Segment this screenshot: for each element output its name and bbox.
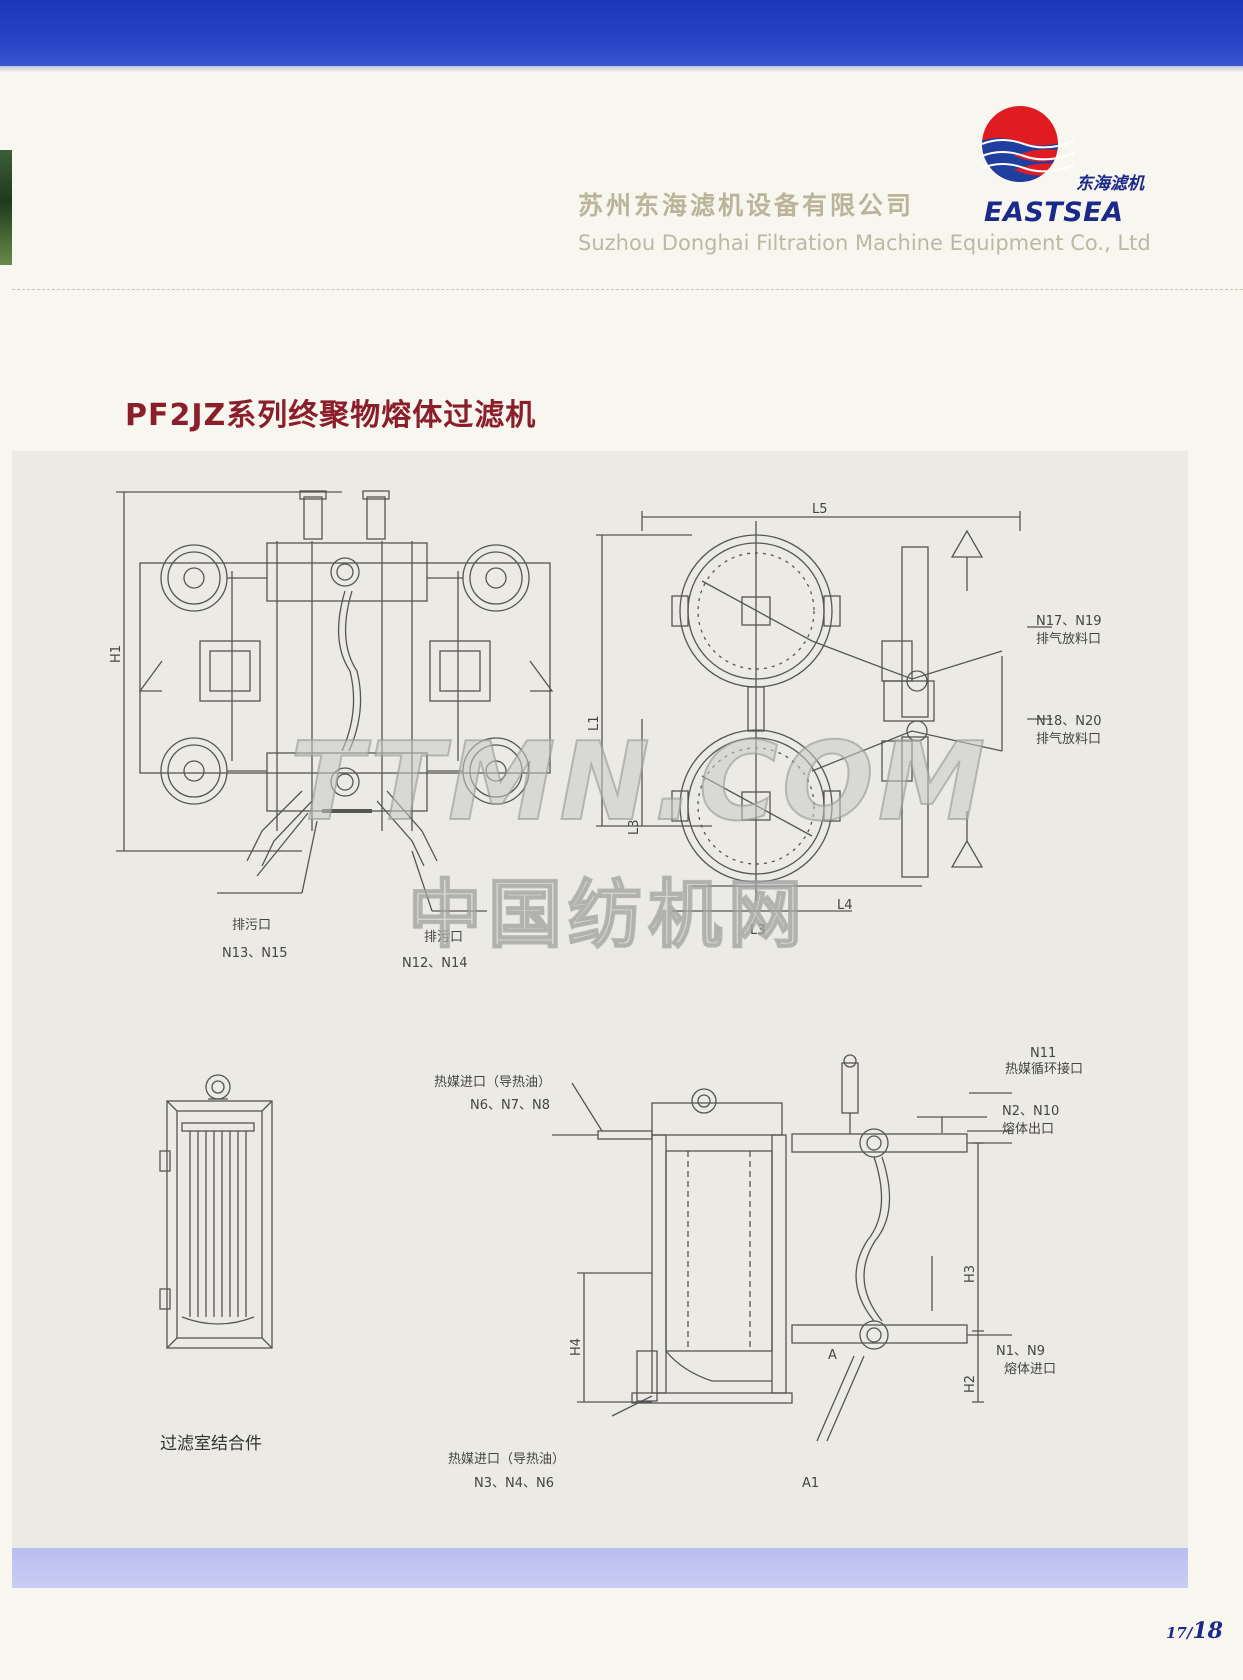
dim-l5-label: L5: [812, 502, 828, 517]
label-n11-desc: 热媒循环接口: [1005, 1061, 1083, 1077]
dim-h4-label: H4: [569, 1338, 584, 1356]
filter-chamber-drawing: [159, 1074, 273, 1349]
section-mark-a1: A1: [802, 1476, 819, 1491]
label-n18-desc: 排气放料口: [1036, 731, 1101, 747]
watermark-text-cn: 中国纺机网: [407, 871, 808, 959]
plan-view-drawing: [596, 511, 1052, 912]
page-number-separator: /: [1186, 1624, 1193, 1642]
dim-l1-label: L1: [587, 715, 602, 731]
label-drain-right: 排污口: [424, 930, 463, 945]
page-number-left: 17: [1166, 1624, 1187, 1642]
label-drain-left: 排污口: [232, 918, 271, 933]
left-edge-photo-strip: [0, 150, 12, 265]
bottom-color-band: [12, 1548, 1188, 1588]
page-number: 17/18: [1166, 1618, 1223, 1644]
label-n2-n10: N2、N10: [1002, 1104, 1059, 1119]
label-n17-n19: N17、N19: [1036, 614, 1102, 629]
label-n6-desc: 热媒进口（导热油）: [434, 1075, 551, 1090]
filter-chamber-caption: 过滤室结合件: [160, 1434, 262, 1454]
logo-text-en: EASTSEA: [984, 197, 1124, 228]
dim-l4-label: L4: [837, 898, 853, 913]
page-title: PF2JZ系列终聚物熔体过滤机: [125, 398, 537, 433]
header-divider: [12, 289, 1243, 290]
top-band-shadow: [0, 66, 1243, 72]
label-n2-desc: 熔体出口: [1002, 1122, 1054, 1137]
technical-drawing: H1 排污口 N13、N15 排污口 N12、N14 L5 L1 L3 L4 L…: [109, 490, 1102, 1491]
label-nozzle-n12-n14: N12、N14: [402, 956, 468, 971]
logo-text-cn: 东海滤机: [1076, 174, 1144, 194]
company-name-cn: 苏州东海滤机设备有限公司: [578, 191, 915, 220]
label-n17-desc: 排气放料口: [1036, 631, 1101, 647]
label-n6-n7-n8: N6、N7、N8: [470, 1098, 550, 1113]
eastsea-logo-icon: [981, 106, 1074, 182]
drawing-panel: [12, 451, 1188, 1558]
section-mark-a: A: [828, 1348, 837, 1363]
dim-l3-label: L3: [627, 819, 642, 835]
dim-h1-label: H1: [109, 645, 124, 663]
dim-l3-bottom-label: L3: [750, 923, 766, 938]
label-n3-desc: 热媒进口（导热油）: [448, 1452, 565, 1467]
dim-h2-label: H2: [963, 1375, 978, 1393]
label-nozzle-n13-n15: N13、N15: [222, 946, 288, 961]
label-n11: N11: [1030, 1046, 1056, 1061]
front-view-drawing: [116, 490, 554, 912]
page-number-right: 18: [1192, 1618, 1223, 1644]
top-color-band: [0, 0, 1243, 66]
section-view-drawing: [552, 1054, 1012, 1442]
label-n1-desc: 熔体进口: [1004, 1362, 1056, 1377]
label-n1-n9: N1、N9: [996, 1344, 1045, 1359]
watermark-text-en: TTMN.COM: [289, 719, 990, 846]
label-n3-n4-n6: N3、N4、N6: [474, 1476, 554, 1491]
label-n18-n20: N18、N20: [1036, 714, 1102, 729]
dim-h3-label: H3: [963, 1265, 978, 1283]
company-name-en: Suzhou Donghai Filtration Machine Equipm…: [578, 231, 1151, 255]
